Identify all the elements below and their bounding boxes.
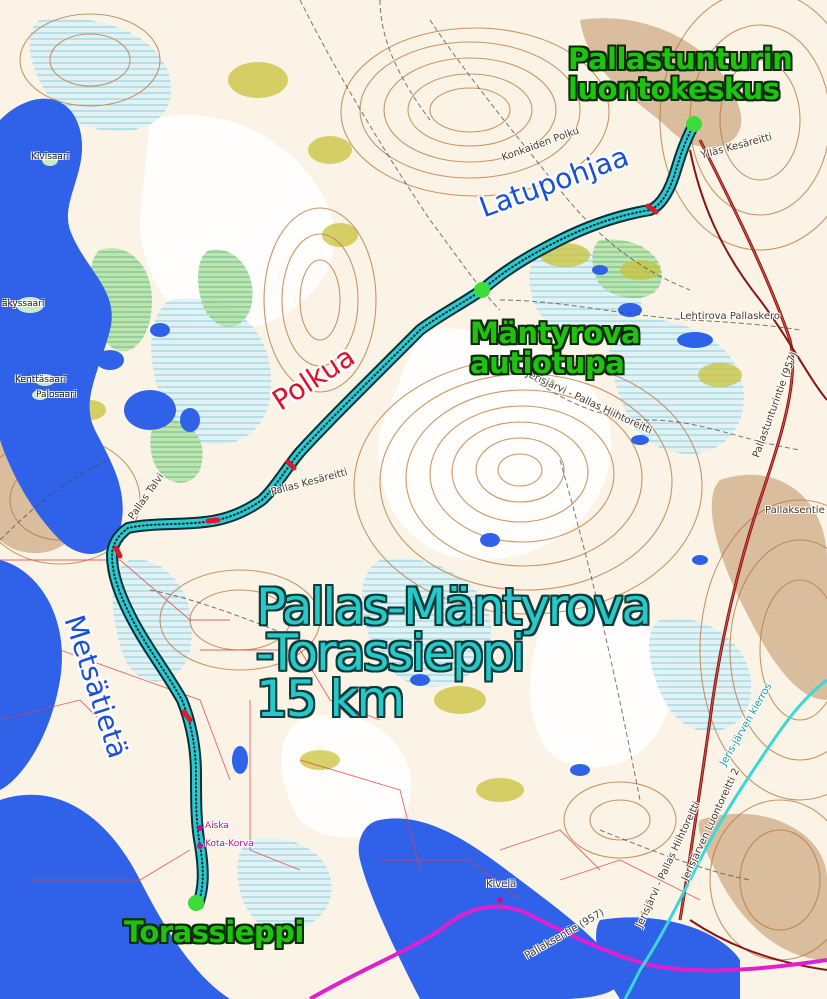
route-red-markers — [113, 203, 659, 723]
poi-dot — [197, 843, 203, 849]
open-land — [140, 114, 672, 838]
marsh-areas — [29, 18, 752, 931]
label-hut-line2: autiotupa — [470, 346, 625, 380]
hut-point-dot — [474, 282, 490, 298]
route-title: Pallas-Mäntyrova -Torassieppi 15 km — [256, 578, 652, 728]
route-title-line1: Pallas-Mäntyrova — [256, 578, 652, 636]
label-start-line1: Pallastunturin — [568, 42, 793, 76]
label-kenttasaari: Kenttäsaari — [15, 375, 67, 385]
label-start-place: Pallastunturin luontokeskus — [568, 42, 793, 106]
poi-dot — [497, 897, 503, 903]
route-title-line2: -Torassieppi — [256, 624, 525, 682]
label-pallaksentie: Pallaksentie — [765, 505, 825, 516]
label-hut-line1: Mäntyrova — [470, 316, 641, 350]
highway-957 — [308, 904, 827, 999]
label-kota-korva: Kota-Korva — [205, 839, 254, 849]
cyan-ski-route — [623, 678, 827, 999]
label-lakyssaari: äkyssaari — [2, 299, 45, 309]
end-point-dot — [188, 895, 204, 911]
label-kivela: Kivelä — [486, 879, 517, 890]
major-roads — [678, 139, 827, 971]
label-start-line2: luontokeskus — [568, 72, 780, 106]
label-palosaari: Palosaari — [36, 390, 77, 400]
label-hut-place: Mäntyrova autiotupa — [470, 316, 641, 380]
olive-areas — [74, 62, 742, 802]
label-aiska: Aiska — [205, 821, 229, 831]
label-kivisaari: Kivisaari — [31, 152, 70, 162]
start-point-dot — [686, 116, 702, 132]
label-end-place: Torassieppi — [124, 915, 304, 949]
route-distance: 15 km — [256, 670, 405, 728]
property-lines — [0, 559, 701, 901]
islands — [16, 154, 58, 400]
poi-dot — [197, 825, 203, 831]
minor-trails — [0, 0, 801, 881]
label-lehtirova-pallaskero: Lehtirova Pallaskero — [680, 311, 781, 322]
